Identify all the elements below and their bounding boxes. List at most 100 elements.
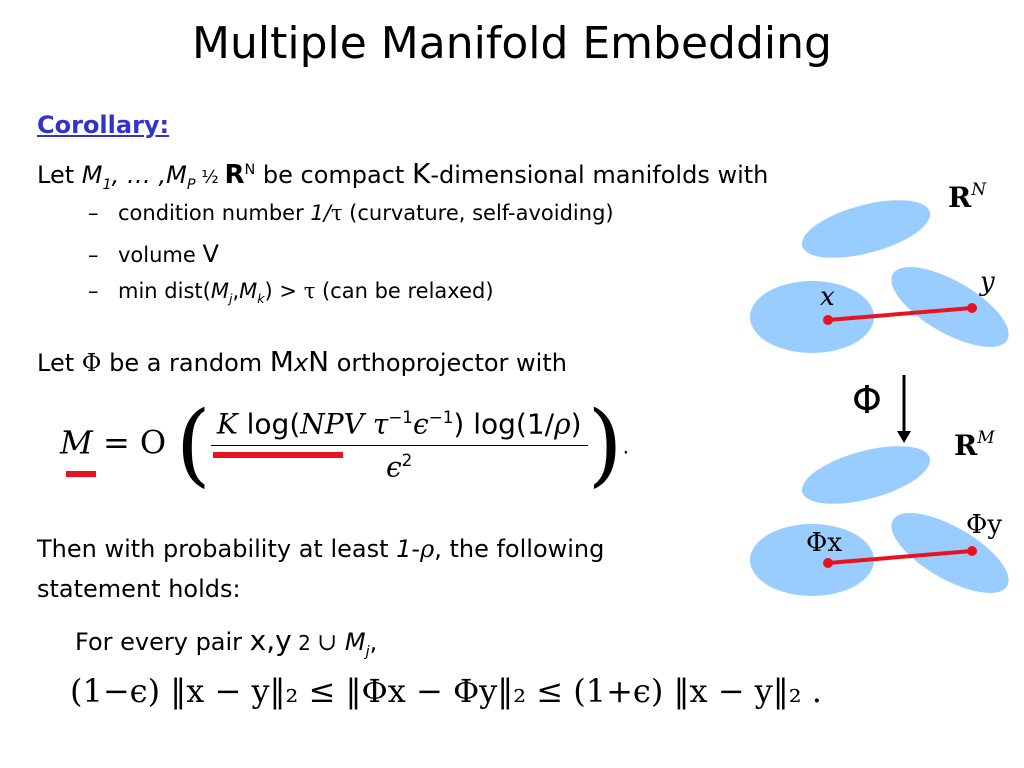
var-mp: M: [166, 161, 187, 189]
num-args: NPV τ: [300, 407, 389, 441]
text-then-probability: Then with probability at least 1-ρ, the …: [37, 535, 604, 563]
num-sup2: −1: [428, 407, 454, 428]
symbol-V: V: [202, 240, 219, 268]
text-dimensional: -dimensional manifolds with: [430, 161, 769, 189]
sub-p: P: [186, 176, 196, 193]
bullet-dash: –: [88, 243, 99, 267]
symbol-half: ½: [195, 167, 225, 188]
symbol-K: K: [411, 157, 431, 190]
space-label-rm: RM: [954, 428, 995, 462]
bullet-dash: –: [88, 201, 99, 225]
symbol-in: 2: [291, 631, 318, 655]
manifold-bottom-2: [750, 524, 874, 596]
num-end: ): [570, 407, 582, 441]
symbol-phi: Φ: [81, 349, 102, 377]
var-m: M: [344, 628, 366, 656]
formula-rparen: ): [587, 392, 623, 497]
text-ellipsis: , … ,: [111, 161, 167, 189]
symbol-tau: τ: [303, 279, 316, 303]
manifold-bottom-1: [801, 446, 931, 504]
arrow-label-phi: Φ: [852, 378, 882, 422]
corollary-heading: Corollary:: [37, 111, 170, 139]
text-comma: ,: [369, 628, 378, 656]
text-every-pair: For every pair x,y 2 ∪ Mj,: [75, 624, 377, 660]
bullet-dash: –: [88, 279, 99, 303]
point-y: [967, 303, 977, 313]
formula-eq: = O: [92, 423, 167, 462]
num-K: K: [216, 407, 238, 441]
inequality-result: (1−ϵ) ‖x − y‖₂ ≤ ‖Φx − Φy‖₂ ≤ (1+ϵ) ‖x −…: [70, 672, 822, 710]
text-following: , the following: [434, 535, 605, 563]
symbol-xy: x,y: [249, 624, 292, 657]
line-let-phi: Let Φ be a random MxN orthoprojector wit…: [37, 345, 567, 378]
segment-phix-phiy: [827, 549, 973, 565]
text-space: [337, 628, 345, 656]
text-statement-holds: statement holds:: [37, 575, 241, 603]
highlight-k-underline: [213, 452, 343, 458]
sup-N: N: [244, 162, 256, 178]
sub-k: k: [257, 291, 265, 307]
highlight-m-underline: [66, 471, 96, 477]
bullet-min-dist: –min dist(Mj,Mk) > τ (can be relaxed): [88, 279, 494, 306]
var-m1: M: [81, 161, 103, 189]
var-mj: M: [210, 279, 229, 303]
var-mk: M: [239, 279, 258, 303]
line-let-manifolds: Let M1, … ,MP ½ RN be compact K-dimensio…: [37, 157, 768, 193]
sub-j: j: [228, 291, 233, 307]
text-curvature: (curvature, self-avoiding): [342, 201, 614, 225]
formula-period: .: [622, 434, 629, 459]
symbol-N: N: [308, 345, 330, 378]
text-let: Let: [37, 161, 82, 189]
formula-m-bound: M = O ( K log(NPV τ−1ϵ−1) log(1/ρ) ϵ2 ).: [60, 400, 629, 490]
text-dash: -: [411, 535, 421, 563]
text-condition: condition number: [118, 201, 311, 225]
label-y: y: [979, 267, 995, 297]
symbol-M: M: [269, 345, 294, 378]
segment-xy: [827, 306, 973, 322]
num-rho: ρ: [554, 407, 571, 441]
text-orthoprojector: orthoprojector with: [329, 349, 567, 377]
text-for-every: For every pair: [75, 628, 250, 656]
arrow-down-icon: [897, 431, 911, 443]
manifold-top-2: [750, 281, 874, 353]
formula-denominator: ϵ2: [211, 446, 588, 483]
formula-lhs: M: [60, 423, 93, 462]
symbol-R: R: [224, 160, 245, 190]
slide-title: Multiple Manifold Embedding: [192, 18, 832, 69]
den-sup: 2: [401, 449, 413, 470]
num-eps: ϵ: [412, 407, 429, 441]
text-random: be a random: [101, 349, 270, 377]
symbol-x: x: [293, 349, 309, 377]
sub-1: 1: [102, 176, 112, 193]
formula-lparen: (: [175, 392, 211, 497]
text-comma: ,: [232, 279, 240, 303]
manifold-top-1: [801, 200, 931, 258]
text-gt: ) >: [264, 279, 304, 303]
point-phix: [823, 558, 833, 568]
text-be-compact: be compact: [255, 161, 412, 189]
space-label-rn: RN: [948, 180, 987, 214]
sub-j: j: [365, 643, 370, 660]
num-log: log(: [237, 407, 301, 441]
formula-numerator: K log(NPV τ−1ϵ−1) log(1/ρ): [210, 407, 588, 446]
bullet-condition-number: –condition number 1/τ (curvature, self-a…: [88, 201, 614, 225]
bullet-volume: –volume V: [88, 240, 219, 268]
text-one: 1: [396, 535, 412, 563]
symbol-cup: ∪: [317, 628, 338, 656]
symbol-tau: τ: [330, 201, 343, 225]
num-log2: ) log(1/: [453, 407, 555, 441]
text-then: Then with probability at least: [37, 535, 397, 563]
text-one-over: 1/: [310, 201, 331, 225]
symbol-rho: ρ: [420, 535, 435, 563]
label-x: x: [820, 282, 835, 312]
manifold-top-3: [891, 267, 1009, 347]
label-phix: Φx: [806, 528, 842, 558]
den-eps: ϵ: [385, 449, 402, 483]
text-relaxed: (can be relaxed): [315, 279, 494, 303]
num-sup1: −1: [388, 407, 413, 428]
text-let: Let: [37, 349, 82, 377]
text-min-dist: min dist(: [118, 279, 211, 303]
point-x: [823, 315, 833, 325]
point-phiy: [967, 546, 977, 556]
label-phiy: Φy: [966, 510, 1002, 540]
